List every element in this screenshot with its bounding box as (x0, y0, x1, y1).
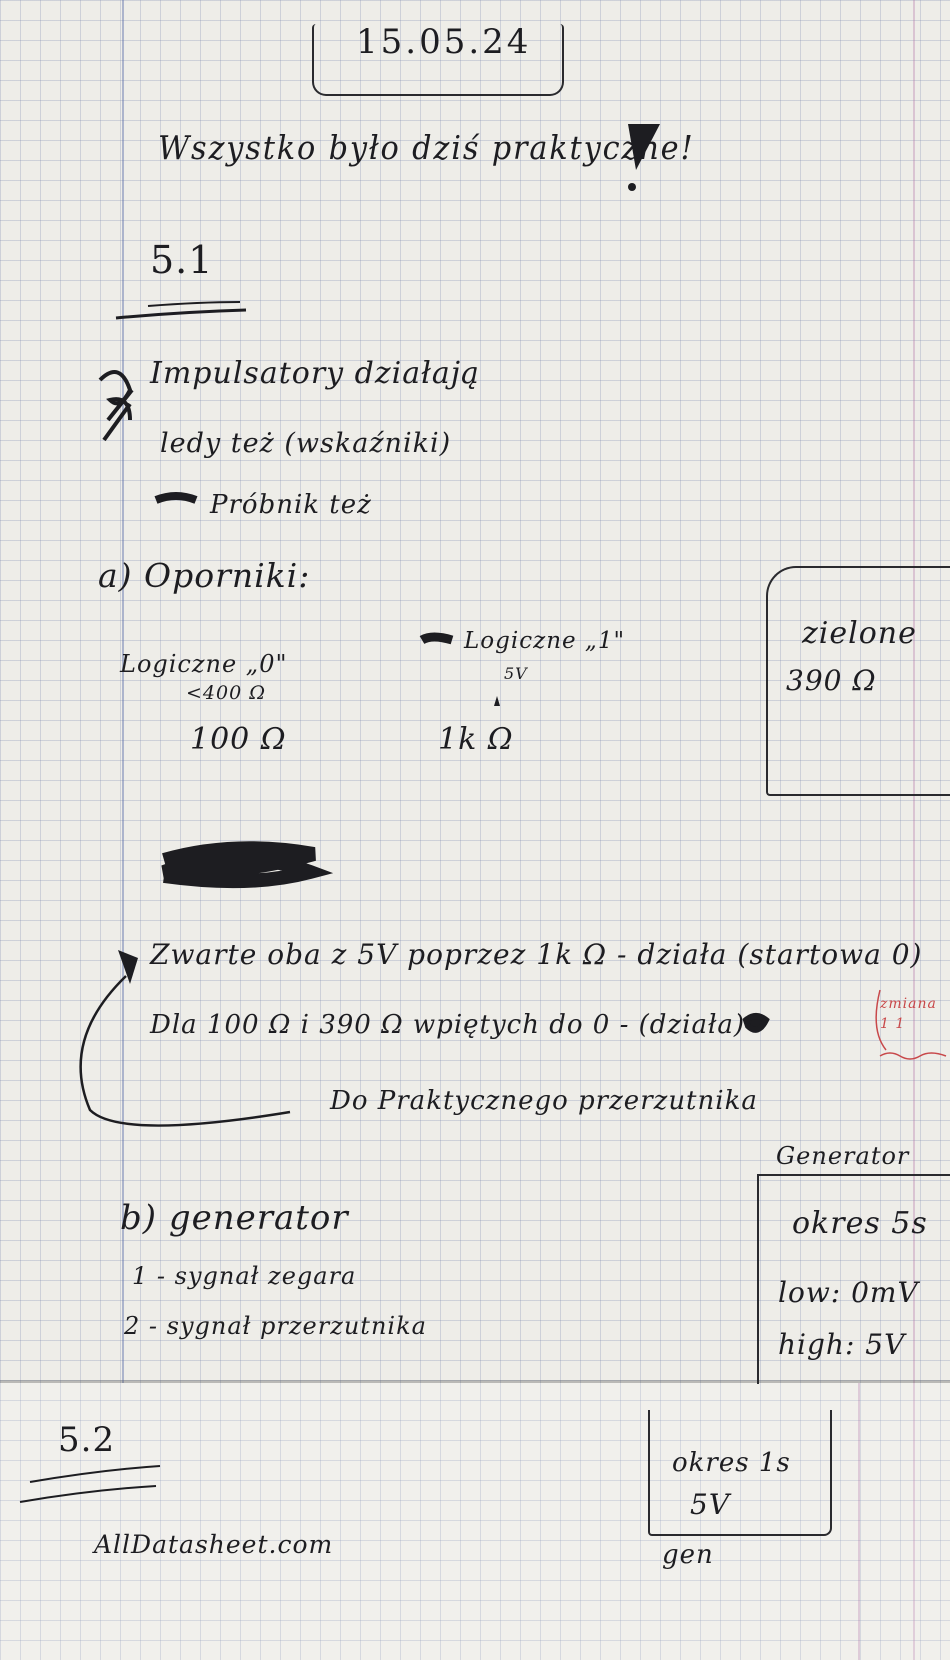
logic0-resistor: 100 Ω (190, 722, 287, 757)
datasheet-note: AllDatasheet.com (94, 1530, 334, 1559)
part-a-heading: a) Oporniki: (98, 556, 311, 595)
exclamation-dot (628, 183, 636, 191)
green-led-box (766, 566, 950, 796)
underline-5-1 (115, 308, 247, 320)
curved-arrow (79, 975, 291, 1127)
logic1-voltage: 5V (504, 664, 528, 683)
probnik-scribble (154, 492, 198, 504)
lower-notebook-page (0, 1383, 950, 1660)
margin-line-lower-right (858, 1383, 860, 1660)
note-arrow-head (118, 950, 138, 984)
crossed-out-scribble (161, 841, 334, 889)
generator-low: low: 0mV (778, 1276, 919, 1309)
intro-line-3: Próbnik też (210, 490, 372, 520)
generator-high: high: 5V (778, 1328, 906, 1361)
logic1-scribble (419, 632, 454, 645)
note-line-1: Zwarte oba z 5V poprzez 1k Ω - działa (s… (150, 938, 923, 971)
note-2-scribble (742, 1013, 770, 1033)
page-edge (0, 1380, 950, 1383)
intro-line-1: Impulsatory działają (150, 356, 480, 391)
generator-period: okres 5s (792, 1206, 928, 1241)
margin-line-right (913, 0, 915, 1660)
green-led-label: zielone (802, 616, 917, 651)
generator-box-title: Generator (776, 1142, 910, 1170)
logic1-resistor: 1k Ω (438, 722, 514, 757)
part-b-heading: b) generator (120, 1198, 349, 1238)
section-heading-5-2: 5.2 (58, 1420, 116, 1460)
note-line-2: Dla 100 Ω i 390 Ω wpiętych do 0 - (dział… (150, 1010, 746, 1040)
underline-5-1-second (147, 301, 241, 307)
part-b-item-1: 1 - sygnał zegara (132, 1262, 357, 1290)
lower-generator-box (648, 1410, 832, 1536)
logic0-label: Logiczne „0" (120, 650, 288, 678)
page-title: Wszystko było dziś praktyczne! (158, 128, 695, 167)
logic1-label: Logiczne „1" (464, 628, 626, 654)
section-heading-5-1: 5.1 (150, 238, 214, 282)
logic1-arrow-mark (494, 696, 500, 706)
logic0-threshold: <400 Ω (186, 682, 266, 704)
date-box (312, 24, 564, 96)
note-line-2-red-annotation: zmiana 1 1 (880, 996, 937, 1032)
margin-line-left (122, 0, 124, 1383)
part-b-item-2: 2 - sygnał przerzutnika (124, 1312, 427, 1340)
lower-box-caption: gen (662, 1540, 714, 1570)
note-line-3: Do Praktycznego przerzutnika (330, 1086, 758, 1116)
lower-box-voltage: 5V (690, 1488, 731, 1521)
date: 15.05.24 (356, 22, 532, 62)
intro-bullet-scribble (98, 370, 134, 442)
generator-box (757, 1174, 950, 1384)
lower-box-period: okres 1s (672, 1448, 791, 1478)
intro-line-2: ledy też (wskaźniki) (160, 428, 452, 459)
green-led-resistor: 390 Ω (786, 664, 877, 697)
